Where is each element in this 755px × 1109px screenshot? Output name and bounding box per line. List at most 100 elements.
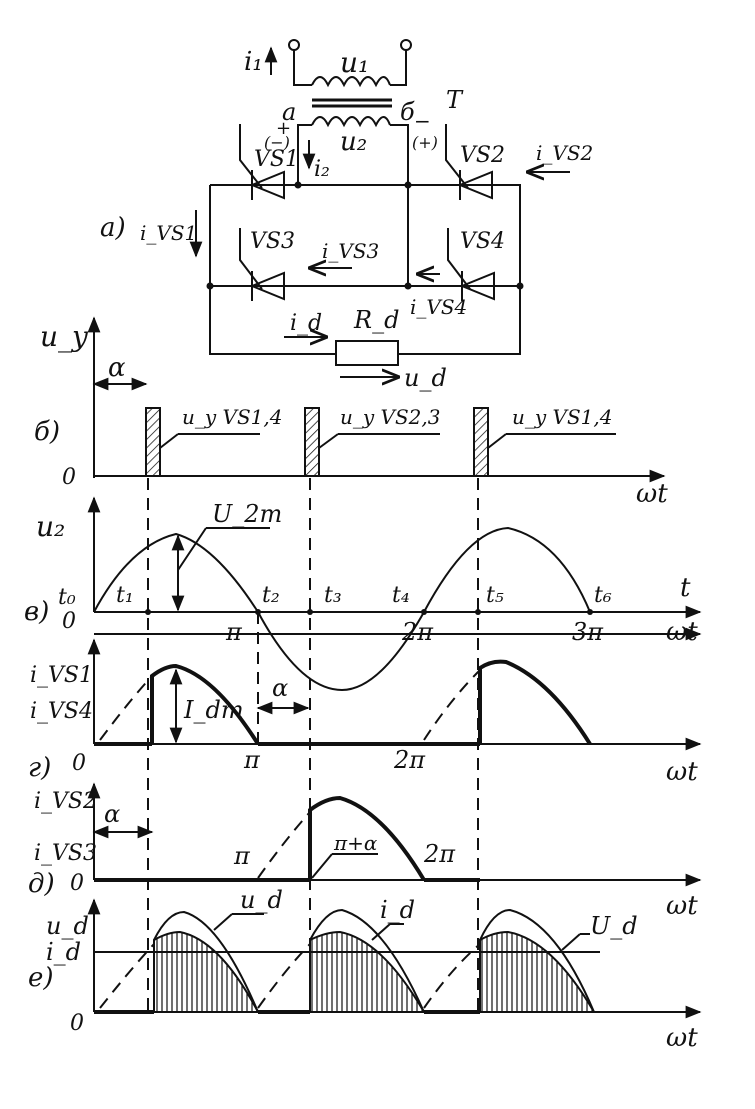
pulse-vs14-1 xyxy=(145,407,161,477)
plot-d-vs2-vs3-current: д) i_VS2 i_VS3 0 α π π+α 2π ωt xyxy=(28,782,702,921)
thyristor-vs1 xyxy=(239,124,285,200)
plot-g-vs1-vs4-current: г) i_VS1 i_VS4 0 I_dm α π 2π ωt xyxy=(28,638,702,787)
plot-v-origin: 0 xyxy=(62,609,76,634)
plot-e-load-output: е) u_d i_d 0 u_d i_d U_d ωt xyxy=(28,886,702,1053)
id-area-1 xyxy=(153,930,260,1013)
ud-envelope-2 xyxy=(309,908,425,1013)
thyristor-vs2 xyxy=(445,124,493,200)
thyristor-vs3 xyxy=(239,228,285,301)
primary-current-label: i₁ xyxy=(244,47,263,77)
ivs3-label: i_VS3 xyxy=(322,239,379,263)
part-a-label: а) xyxy=(100,213,126,243)
plot-e-y-label-2: i_d xyxy=(46,938,81,966)
plot-v-x-label: ωt xyxy=(666,617,698,647)
load-resistor xyxy=(335,340,399,366)
plot-v-secondary-voltage: в) u₂ 0 U_2m t₀ t₁ t₂ t₃ t₄ t₅ t₆ t ωt π… xyxy=(24,496,702,692)
circuit-schematic: i₁ u₁ u₂ i₂ а б Т + − (−) (+) VS1 VS2 VS… xyxy=(100,39,593,392)
node-a-label: а xyxy=(282,98,296,126)
polarity-minus-b: − xyxy=(414,109,431,133)
plot-v-amplitude: U_2m xyxy=(212,500,282,528)
plot-g-tick-2pi: 2π xyxy=(393,746,426,774)
transformer-label: Т xyxy=(446,86,464,114)
plot-b-alpha: α xyxy=(108,353,126,383)
curve-label-id: i_d xyxy=(380,896,415,924)
load-label: R_d xyxy=(353,306,399,334)
plot-v-t-axis-label: t xyxy=(680,573,691,603)
u2-waveform xyxy=(93,526,591,692)
pulse-vs23 xyxy=(304,407,320,477)
plot-v-tick-2pi: 2π xyxy=(401,618,434,646)
plot-g-x-label: ωt xyxy=(666,757,698,787)
plot-g-part-label: г) xyxy=(28,753,51,783)
plot-e-x-label: ωt xyxy=(666,1023,698,1053)
polarity-paren-plus: (+) xyxy=(412,133,438,152)
time-label-t2: t₂ xyxy=(262,583,280,608)
time-label-t4: t₄ xyxy=(392,583,410,608)
plot-d-tick-pi-alpha: π+α xyxy=(333,831,378,855)
plot-d-origin: 0 xyxy=(70,871,84,896)
plot-d-y-label-1: i_VS2 xyxy=(34,789,97,814)
time-label-t3: t₃ xyxy=(324,583,342,608)
vs2-label: VS2 xyxy=(460,143,505,168)
plot-d-alpha: α xyxy=(104,800,120,828)
primary-terminal-left xyxy=(288,39,300,51)
ivs1-pulse-2 xyxy=(478,659,592,746)
plot-b-part-label: б) xyxy=(34,417,60,447)
plot-e-y-label-1: u_d xyxy=(46,912,89,940)
load-voltage-label: u_d xyxy=(404,364,447,392)
plot-d-part-label: д) xyxy=(28,869,55,899)
pulse-label-vs14-1: u_y VS1,4 xyxy=(182,405,283,429)
plot-b-x-label: ωt xyxy=(636,479,668,509)
reference-dashed-lines xyxy=(147,478,479,1012)
plot-g-alpha: α xyxy=(272,674,288,702)
vs1-label: VS1 xyxy=(254,147,299,172)
plot-e-part-label: е) xyxy=(28,963,54,993)
pulse-label-vs14-2: u_y VS1,4 xyxy=(512,405,613,429)
time-label-t1: t₁ xyxy=(116,583,134,608)
plot-g-y-label-2: i_VS4 xyxy=(30,699,93,724)
vs4-label: VS4 xyxy=(460,229,505,254)
curve-label-ud: u_d xyxy=(240,886,283,914)
plot-v-y-label: u₂ xyxy=(36,510,65,543)
thyristor-vs4 xyxy=(447,228,495,301)
ud-envelope-1 xyxy=(153,910,259,1013)
ivs2-label: i_VS2 xyxy=(536,141,593,165)
time-label-t6: t₆ xyxy=(594,583,612,608)
ivs4-label: i_VS4 xyxy=(410,295,467,319)
plot-b-y-label: u_y xyxy=(40,320,89,353)
pulse-label-vs23: u_y VS2,3 xyxy=(340,405,441,429)
curve-label-Ud: U_d xyxy=(590,912,638,940)
plot-d-tick-2pi: 2π xyxy=(423,840,456,868)
pulse-vs14-2 xyxy=(473,407,489,477)
time-label-t0: t₀ xyxy=(58,585,76,610)
secondary-current-label: i₂ xyxy=(314,157,330,182)
primary-winding xyxy=(311,76,391,88)
plot-g-origin: 0 xyxy=(72,751,86,776)
plot-e-origin: 0 xyxy=(70,1011,84,1036)
ud-envelope-3 xyxy=(479,908,595,1013)
id-area-3 xyxy=(479,930,596,1013)
ivs2-pulse xyxy=(308,795,426,882)
plot-b-control-pulses: б) u_y 0 ωt α u_y VS1,4 u_y VS2,3 u_y VS… xyxy=(34,316,668,509)
plot-g-tick-pi: π xyxy=(243,746,261,774)
plot-d-y-label-2: i_VS3 xyxy=(34,841,97,866)
plot-d-tick-pi: π xyxy=(233,842,251,870)
plot-g-amplitude: I_dm xyxy=(183,696,244,724)
node-b-label: б xyxy=(400,98,415,126)
polarity-paren-minus: (−) xyxy=(264,133,290,152)
ivs1-label: i_VS1 xyxy=(140,221,197,245)
primary-terminal-right xyxy=(400,39,412,51)
plot-b-origin: 0 xyxy=(62,465,76,490)
secondary-winding xyxy=(311,116,391,128)
plot-g-y-label-1: i_VS1 xyxy=(30,663,93,688)
vs3-label: VS3 xyxy=(250,229,295,254)
plot-v-tick-3pi: 3π xyxy=(572,618,604,646)
plot-v-tick-pi: π xyxy=(225,618,243,646)
secondary-voltage-label: u₂ xyxy=(340,127,367,157)
plot-v-part-label: в) xyxy=(24,597,49,627)
plot-d-x-label: ωt xyxy=(666,891,698,921)
primary-voltage-label: u₁ xyxy=(340,46,369,79)
time-label-t5: t₅ xyxy=(486,583,504,608)
polarity-plus-a: + xyxy=(276,118,291,139)
